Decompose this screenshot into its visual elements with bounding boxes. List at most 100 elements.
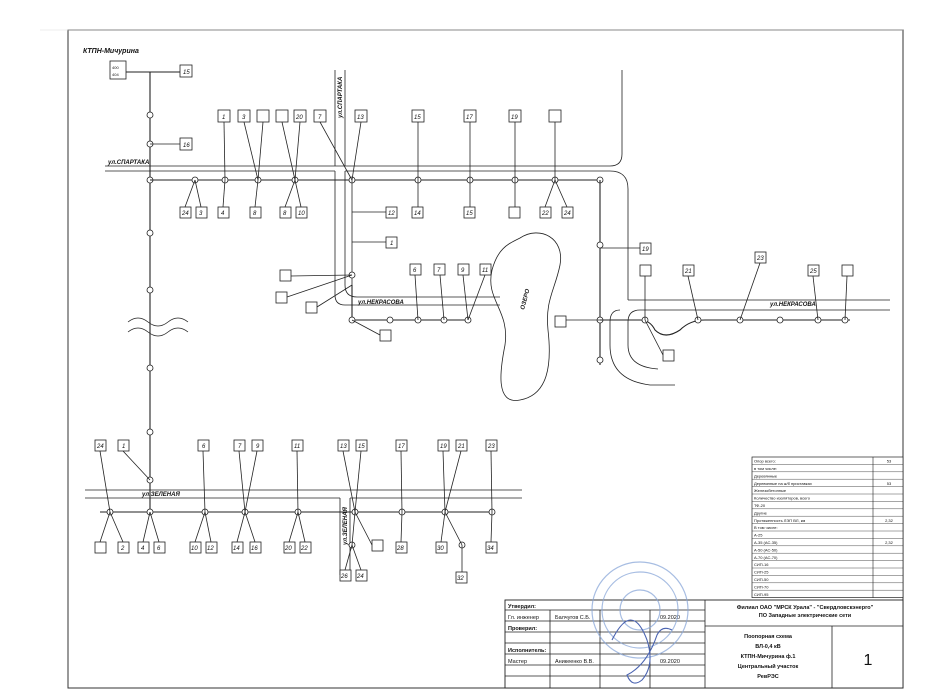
z-bot-label: 12 bbox=[207, 546, 214, 552]
tb-name2: Аникеенко В.В. bbox=[555, 659, 594, 665]
z-top-label: 19 bbox=[440, 444, 447, 450]
mid-boxes bbox=[275, 263, 492, 342]
z-bot-label: 26 bbox=[340, 574, 348, 580]
legend-row-label: Протяженность ЛЭП ВЛ, км bbox=[754, 518, 806, 523]
row1-label: 24 bbox=[181, 211, 189, 217]
row1-boxes bbox=[179, 206, 574, 249]
row1-label: 24 bbox=[563, 211, 571, 217]
z-bot-label: 2 bbox=[120, 546, 125, 552]
row1-label: 8 bbox=[253, 211, 257, 217]
top-box-label: 19 bbox=[511, 115, 518, 121]
signature bbox=[611, 619, 673, 684]
z-top-label: 13 bbox=[340, 444, 347, 450]
transformer-label-1: 400 bbox=[112, 65, 119, 70]
tb-doc3: КТПН-Мичурина ф.1 bbox=[741, 653, 796, 660]
street-nekrasova-left bbox=[334, 284, 500, 306]
z-bot-label: 10 bbox=[191, 546, 198, 552]
z-bot-label: 24 bbox=[356, 574, 364, 580]
tb-doc4: Центральный участок bbox=[738, 663, 799, 670]
legend-table-frame bbox=[751, 456, 904, 598]
break-mark bbox=[127, 317, 189, 327]
z-top-label: 23 bbox=[487, 444, 495, 450]
street-zelenaya-vertical-label: ул.ЗЕЛЕНАЯ bbox=[343, 507, 349, 546]
row1-label: 3 bbox=[199, 211, 203, 217]
tb-sheet-number: 1 bbox=[864, 652, 873, 669]
legend-row-label: А-25 bbox=[754, 533, 763, 538]
e-box-label: 19 bbox=[642, 247, 649, 253]
z-top-label: 17 bbox=[398, 444, 405, 450]
legend-row-label: Опор всего: bbox=[754, 459, 776, 464]
z-bot-label: 32 bbox=[457, 576, 464, 582]
tb-role2: Мастер bbox=[508, 659, 527, 665]
tb-doc2: ВЛ-0,4 кВ bbox=[755, 644, 780, 650]
top-box bbox=[548, 109, 562, 123]
legend-row-label: ТФ-20 bbox=[754, 503, 766, 508]
top-box-label: 7 bbox=[318, 115, 322, 121]
row1-label: 4 bbox=[221, 211, 225, 217]
tb-checked: Проверил: bbox=[508, 626, 537, 632]
e-box-label: 25 bbox=[809, 269, 817, 275]
e-box-label: 21 bbox=[684, 269, 692, 275]
diagram-title: КТПН-Мичурина bbox=[83, 48, 139, 55]
mid-box-label: 9 bbox=[461, 268, 465, 274]
tb-date1: 09.2020 bbox=[660, 615, 680, 621]
top-box-label: 17 bbox=[466, 115, 473, 121]
legend-row-value: 53 bbox=[887, 481, 892, 486]
zelenaya-bottom-labels: 2 4 6 10 12 14 16 20 22 26 24 28 30 32 3… bbox=[120, 546, 494, 582]
tb-executor: Исполнитель: bbox=[508, 648, 546, 654]
street-spartaka-vertical-label: ул.СПАРТАКА bbox=[338, 77, 344, 119]
legend-row-label: Деревянные на ж/б приставках bbox=[754, 481, 812, 486]
nekrasova-poles bbox=[348, 271, 472, 324]
z-bot-label: 30 bbox=[437, 546, 444, 552]
top-box bbox=[256, 109, 270, 123]
z-top-label: 15 bbox=[358, 444, 365, 450]
box-15-label: 15 bbox=[183, 70, 190, 76]
z-bot-label: 14 bbox=[233, 546, 240, 552]
legend-table: Опор всего:53в том числе:ДеревянныеДерев… bbox=[751, 456, 904, 598]
e-box-label: 23 bbox=[756, 256, 764, 262]
row1-label: 8 bbox=[283, 211, 287, 217]
legend-row-label: СИП-25 bbox=[754, 570, 769, 575]
legend-row-label: СИП-70 bbox=[754, 584, 769, 589]
legend-row-label: Другие bbox=[754, 510, 768, 515]
tb-org1: Филиал ОАО "МРСК Урала" - "Свердловскэне… bbox=[737, 605, 874, 611]
z-top-label: 6 bbox=[202, 444, 206, 450]
legend-row-value: 2,32 bbox=[885, 518, 894, 523]
legend-row-label: В том числе: bbox=[754, 525, 778, 530]
z-bot-label: 22 bbox=[300, 546, 308, 552]
row1-drops bbox=[184, 179, 568, 285]
z-top-label: 11 bbox=[294, 444, 300, 450]
legend-row-label: СИП-50 bbox=[754, 577, 769, 582]
box-16 bbox=[179, 137, 193, 151]
tb-name1: Балчугов С.Б. bbox=[555, 615, 591, 621]
top-box-labels: 1 3 20 7 13 15 17 19 bbox=[222, 115, 518, 121]
legend-row-label: А-35 (АС-35) bbox=[754, 540, 778, 545]
street-nekrasova-label-2: ул.НЕКРАСОВА bbox=[769, 302, 816, 308]
legend-row-label: СИП-16 bbox=[754, 562, 769, 567]
mid-box-label: 6 bbox=[413, 268, 417, 274]
top-box-label: 1 bbox=[222, 115, 225, 121]
title-block bbox=[504, 599, 904, 689]
legend-row-label: в том числе: bbox=[754, 466, 777, 471]
tb-doc5: РевРЭС bbox=[757, 674, 779, 680]
top-box-label: 3 bbox=[242, 115, 246, 121]
row1-label: 1 bbox=[390, 241, 393, 247]
tb-date2: 09.2020 bbox=[660, 659, 680, 665]
zelenaya-top-boxes bbox=[94, 439, 498, 452]
street-spartaka-label: ул.СПАРТАКА bbox=[107, 160, 149, 166]
tb-approved: Утвердил: bbox=[508, 604, 536, 610]
tb-role1: Гл. инженер bbox=[508, 615, 539, 621]
top-box-label: 15 bbox=[414, 115, 421, 121]
zelenaya-top-labels: 24 1 6 7 9 11 13 15 17 19 21 23 bbox=[96, 444, 495, 450]
top-box bbox=[275, 109, 289, 123]
legend-row-value: 2,32 bbox=[885, 540, 894, 545]
z-top-label: 24 bbox=[96, 444, 104, 450]
z-bot-label: 4 bbox=[141, 546, 145, 552]
z-top-label: 9 bbox=[256, 444, 260, 450]
z-bot-label: 16 bbox=[251, 546, 258, 552]
street-nekrasova-label-1: ул.НЕКРАСОВА bbox=[357, 300, 404, 306]
transformer-box bbox=[109, 60, 127, 80]
tb-org2: ПО Западные электрические сети bbox=[759, 613, 851, 619]
z-bot-label: 6 bbox=[157, 546, 161, 552]
